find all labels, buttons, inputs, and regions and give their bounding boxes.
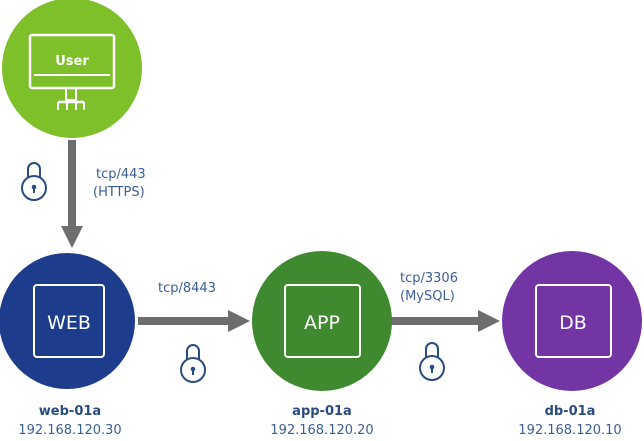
arrow-web-to-app: [138, 310, 250, 332]
node-db-ip: 192.168.120.10: [518, 423, 621, 438]
node-db-name: db-01a: [545, 404, 596, 419]
node-app-ip: 192.168.120.20: [270, 423, 373, 438]
node-web-name: web-01a: [39, 404, 101, 419]
node-web-frame: [33, 284, 105, 358]
arrow-app-to-db: [388, 310, 500, 332]
arrow-icon: [228, 310, 250, 332]
node-web-label: WEB: [47, 312, 91, 334]
node-web-ip: 192.168.120.30: [18, 423, 121, 438]
monitor-icon: [28, 33, 116, 110]
node-app: APP: [252, 251, 392, 391]
node-db-frame: [535, 284, 612, 358]
conn-app-db-port: tcp/3306: [400, 271, 458, 286]
lock-icon: [21, 162, 47, 201]
node-db-label: DB: [559, 312, 587, 334]
arrow-icon: [478, 310, 500, 332]
node-user: User: [2, 0, 142, 138]
node-user-circle: [2, 0, 142, 138]
arrow-icon: [61, 226, 83, 248]
node-user-label: User: [55, 54, 89, 69]
lock-icon: [419, 342, 445, 381]
conn-web-app-port: tcp/8443: [158, 281, 216, 296]
node-db: DB: [502, 251, 642, 391]
node-web: WEB: [0, 253, 135, 389]
node-app-name: app-01a: [292, 404, 352, 419]
arrow-user-to-web: [61, 140, 83, 248]
lock-icon: [180, 344, 206, 383]
node-app-label: APP: [304, 312, 340, 334]
node-app-frame: [284, 284, 361, 358]
conn-user-web-port: tcp/443: [96, 167, 146, 182]
conn-user-web-protocol: (HTTPS): [93, 185, 145, 200]
conn-app-db-protocol: (MySQL): [400, 289, 455, 304]
